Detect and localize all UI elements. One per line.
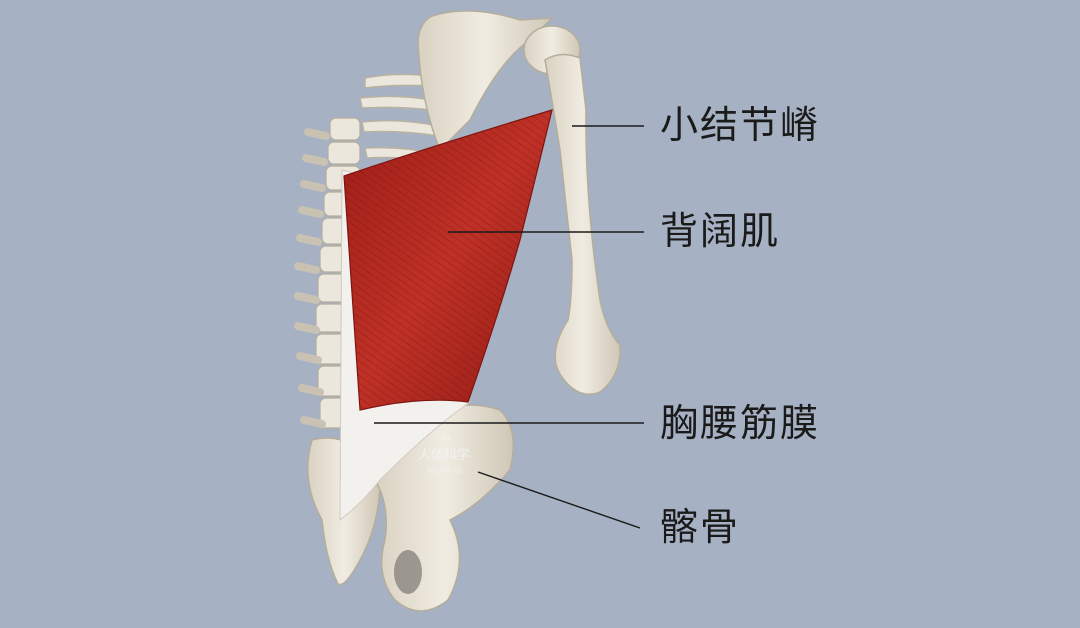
- label-lesser-tubercle-crest: 小结节嵴: [660, 103, 821, 147]
- watermark: THE 人体科学 wechat ID: [398, 434, 490, 475]
- watermark-main: 人体科学: [417, 448, 470, 463]
- label-ilium: 髂骨: [660, 505, 741, 549]
- watermark-top: THE: [435, 434, 453, 442]
- label-thoracolumbar-fascia: 胸腰筋膜: [660, 401, 821, 445]
- watermark-sub: wechat ID: [426, 467, 462, 475]
- humerus: [523, 25, 621, 395]
- leader-lines: [374, 125, 644, 529]
- pelvis: [374, 404, 515, 612]
- latissimus-dorsi-muscle: [343, 109, 553, 411]
- label-latissimus-dorsi: 背阔肌: [660, 209, 781, 253]
- scapula: [417, 10, 554, 152]
- leader-line-ilium: [477, 471, 641, 529]
